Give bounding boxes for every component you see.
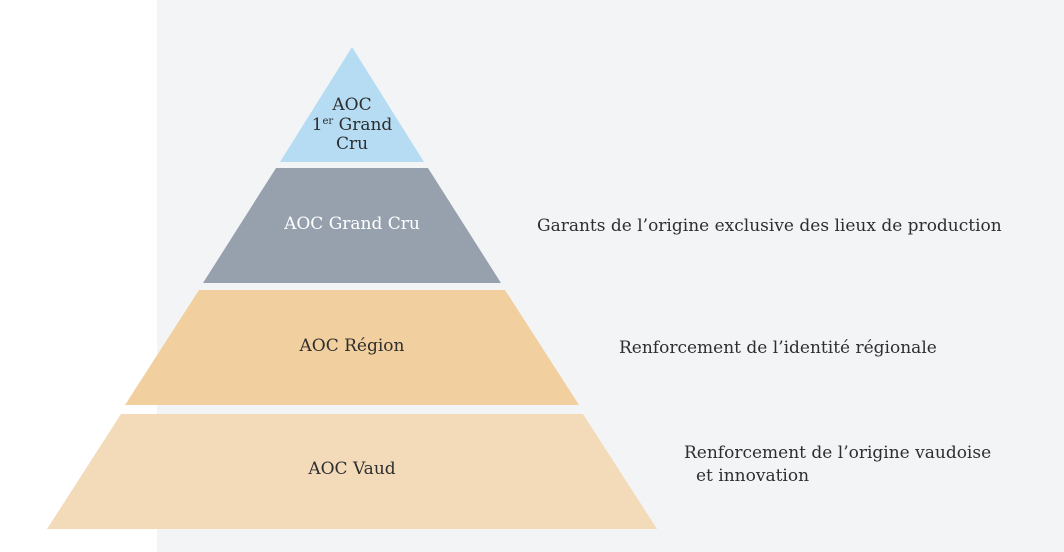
description-vaud: Renforcement de l’origine vaudoise et in… [684,442,991,488]
tier-vaud-label: AOC Vaud [308,459,396,479]
description-vaud-line1: Renforcement de l’origine vaudoise [684,443,992,463]
tier-premier-grand-cru-label: AOC 1er Grand Cru [302,95,402,155]
tier-premier-grand-cru-line3: Cru [335,134,369,155]
description-grand-cru: Garants de l’origine exclusive des lieux… [537,216,1002,236]
tier-premier-grand-cru-shape [280,47,424,162]
tier-grand-cru-label: AOC Grand Cru [284,214,420,234]
tier-region-shape [125,290,579,405]
description-vaud-line2: et innovation [696,465,810,486]
tier-premier-grand-cru-line1: AOC [332,95,372,115]
description-region: Renforcement de l’identité régionale [619,338,937,358]
tier-vaud-shape [47,414,657,529]
tier-region-label: AOC Région [299,336,405,356]
tier-grand-cru-shape [203,168,501,283]
tier-premier-grand-cru-line2: 1er Grand [311,114,393,135]
